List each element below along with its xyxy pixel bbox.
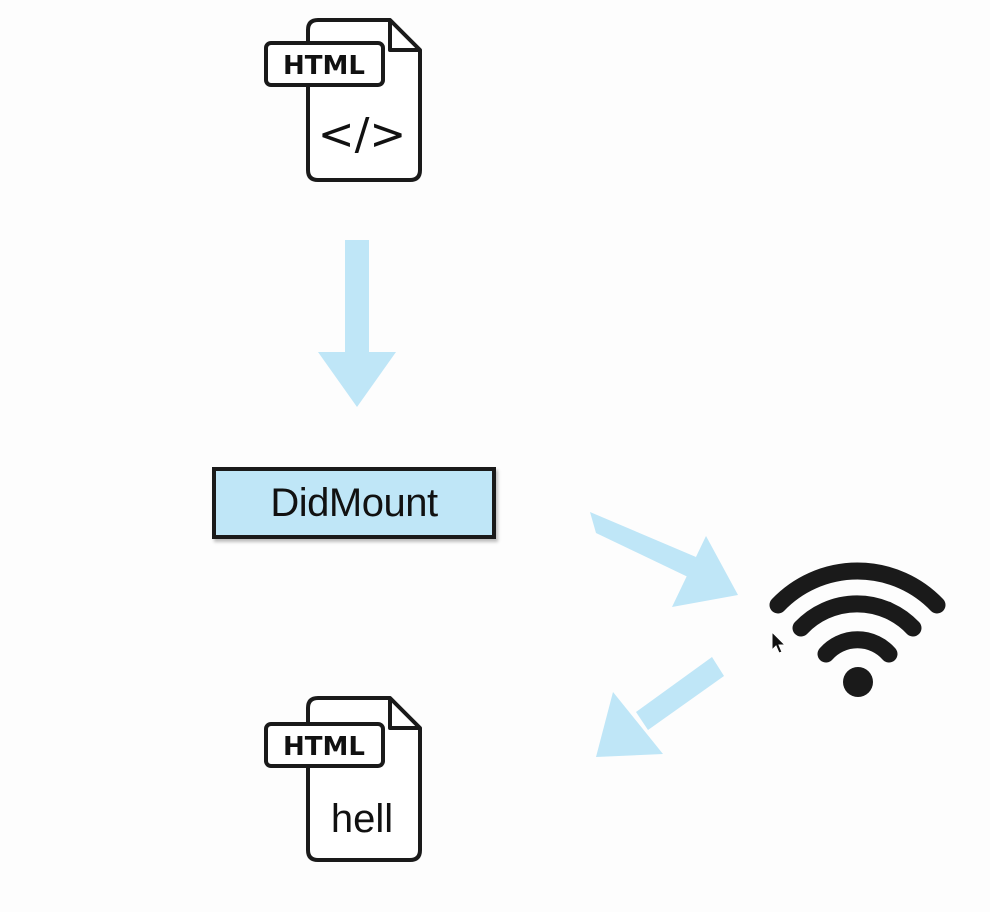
top-html-file-icon: HTML </> (264, 18, 422, 182)
wifi-icon (769, 562, 946, 697)
arrow-from-network (596, 657, 724, 757)
bottom-file-badge: HTML (283, 732, 365, 762)
mouse-pointer-icon (771, 630, 787, 654)
bottom-html-file-icon: HTML hell (264, 696, 422, 862)
top-file-badge: HTML (283, 51, 365, 81)
didmount-box: DidMount (212, 467, 496, 539)
didmount-label: DidMount (270, 480, 438, 525)
bottom-file-content-text: hell (331, 797, 393, 841)
arrow-to-network (590, 512, 738, 607)
arrow-down (318, 240, 396, 407)
top-file-code-symbol: </> (318, 109, 407, 160)
